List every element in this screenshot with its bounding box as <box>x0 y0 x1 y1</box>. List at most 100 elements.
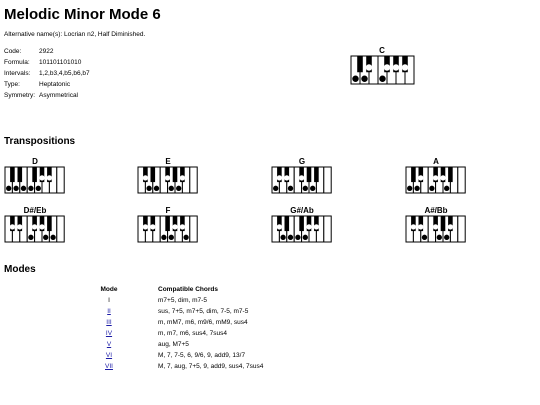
black-key <box>306 216 312 232</box>
info-key: Formula: <box>4 59 30 66</box>
scale-note-dot <box>313 224 320 230</box>
transposition-label: D <box>32 157 38 166</box>
info-key: Symmetry: <box>4 92 36 99</box>
black-key <box>17 167 23 183</box>
transposition-keyboard <box>271 166 333 194</box>
scale-note-dot <box>179 175 186 181</box>
scale-note-dot <box>28 185 34 191</box>
scale-note-dot <box>444 234 450 240</box>
info-row: Code:2922 <box>4 46 93 57</box>
transpositions-heading: Transpositions <box>4 136 76 147</box>
scale-note-dot <box>273 185 279 191</box>
scale-note-dot <box>6 185 12 191</box>
keyboard-svg <box>137 166 198 194</box>
mode-link[interactable]: VI <box>105 352 113 359</box>
black-key <box>277 167 282 183</box>
scale-note-dot <box>295 234 301 240</box>
scale-note-dot <box>50 234 56 240</box>
info-value: 2922 <box>39 48 54 55</box>
white-key <box>56 166 65 194</box>
transposition-keyboard <box>405 215 467 243</box>
compatible-chords-cell: sus, 7+5, m7+5, dim, 7-5, m7-5 <box>158 308 249 315</box>
black-key <box>433 216 438 232</box>
scale-note-dot <box>172 224 178 230</box>
scale-note-dot <box>17 224 23 230</box>
transposition-label: G <box>298 157 306 166</box>
transposition-block: D <box>4 157 66 194</box>
transposition-label: G#/Ab <box>290 206 314 215</box>
mode-column-header: Mode <box>100 286 118 293</box>
scale-note-dot <box>28 234 34 240</box>
scale-note-dot <box>153 185 160 191</box>
black-key <box>165 167 170 183</box>
scale-note-dot <box>35 185 41 191</box>
keyboard-svg <box>350 55 415 85</box>
info-key: Type: <box>4 81 20 88</box>
transposition-label: E <box>165 157 171 166</box>
keyboard-svg <box>4 215 65 243</box>
scale-note-dot <box>176 185 182 191</box>
scale-note-dot <box>392 64 400 71</box>
info-value: 1,2,b3,4,b5,b6,b7 <box>39 70 90 77</box>
white-key <box>189 166 198 194</box>
black-key <box>299 216 304 232</box>
transposition-keyboard <box>4 215 66 243</box>
mode-link[interactable]: IV <box>105 330 113 337</box>
transposition-block: A#/Bb <box>405 206 467 243</box>
page-title: Melodic Minor Mode 6 <box>4 6 161 23</box>
scale-note-dot <box>352 75 359 82</box>
mode-link[interactable]: III <box>106 319 112 326</box>
black-key <box>17 216 23 232</box>
scale-note-dot <box>436 234 442 240</box>
black-key <box>393 56 399 73</box>
mode-link[interactable]: VII <box>105 363 113 370</box>
transposition-keyboard <box>405 166 467 194</box>
black-key <box>143 167 148 183</box>
info-value: Asymmetrical <box>39 92 79 99</box>
main-keyboard-block: C <box>350 46 415 85</box>
scale-note-dot <box>276 224 283 230</box>
black-key <box>180 167 185 183</box>
scale-note-dot <box>179 224 186 230</box>
white-key <box>56 215 65 243</box>
mode-cell: I <box>60 295 158 306</box>
black-key <box>357 56 363 73</box>
mode-link[interactable]: II <box>107 308 111 315</box>
black-key <box>448 167 453 183</box>
scale-note-dot <box>361 75 368 82</box>
mode-link[interactable]: V <box>106 341 112 348</box>
black-key <box>150 167 156 183</box>
scale-note-dot <box>418 224 424 230</box>
compatible-chords-cell: M, 7, 7-5, 6, 9/6, 9, add9, 13/7 <box>158 352 246 359</box>
scale-note-dot <box>302 185 308 191</box>
scale-note-dot <box>13 185 19 191</box>
modes-table-header: Mode Compatible Chords <box>60 284 263 295</box>
scale-note-dot <box>306 224 312 230</box>
black-key <box>433 167 438 183</box>
keyboard-svg <box>405 215 466 243</box>
mode-cell: II <box>60 306 158 317</box>
mode-row: VI M, 7, 7-5, 6, 9/6, 9, add9, 13/7 <box>60 350 263 361</box>
scale-note-dot <box>410 224 417 230</box>
scale-note-dot <box>432 175 439 181</box>
transposition-label: A#/Bb <box>424 206 448 215</box>
scale-note-dot <box>164 175 171 181</box>
black-key <box>314 167 319 183</box>
black-key <box>277 216 282 232</box>
scale-note-dot <box>276 175 283 181</box>
scale-note-dot <box>287 185 294 191</box>
keyboard-svg <box>271 166 332 194</box>
black-key <box>284 167 290 183</box>
transposition-label: A <box>433 157 439 166</box>
black-key <box>366 56 372 73</box>
scale-note-dot <box>150 224 156 230</box>
keyboard-svg <box>271 215 332 243</box>
info-row: Formula:101101101010 <box>4 57 93 68</box>
black-key <box>299 167 304 183</box>
alternative-names: Alternative name(s): Locrian n2, Half Di… <box>4 31 146 38</box>
scale-note-dot <box>280 234 286 240</box>
black-key <box>402 56 408 73</box>
